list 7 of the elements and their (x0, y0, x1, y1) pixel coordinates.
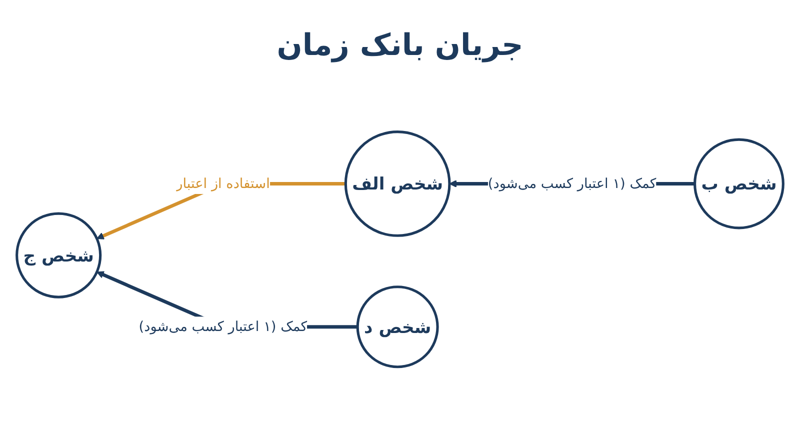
node-circle: شخص ب (694, 138, 784, 229)
node-circle: شخص ج (16, 212, 102, 298)
title: جریان بانک زمان (276, 28, 524, 63)
node-circle: شخص د (356, 285, 439, 368)
edge-label: کمک (۱ اعتبار کسب می‌شود) (138, 318, 308, 334)
node-circle: شخص الف (344, 130, 451, 237)
edge-label: کمک (۱ اعتبار کسب می‌شود) (488, 174, 656, 192)
